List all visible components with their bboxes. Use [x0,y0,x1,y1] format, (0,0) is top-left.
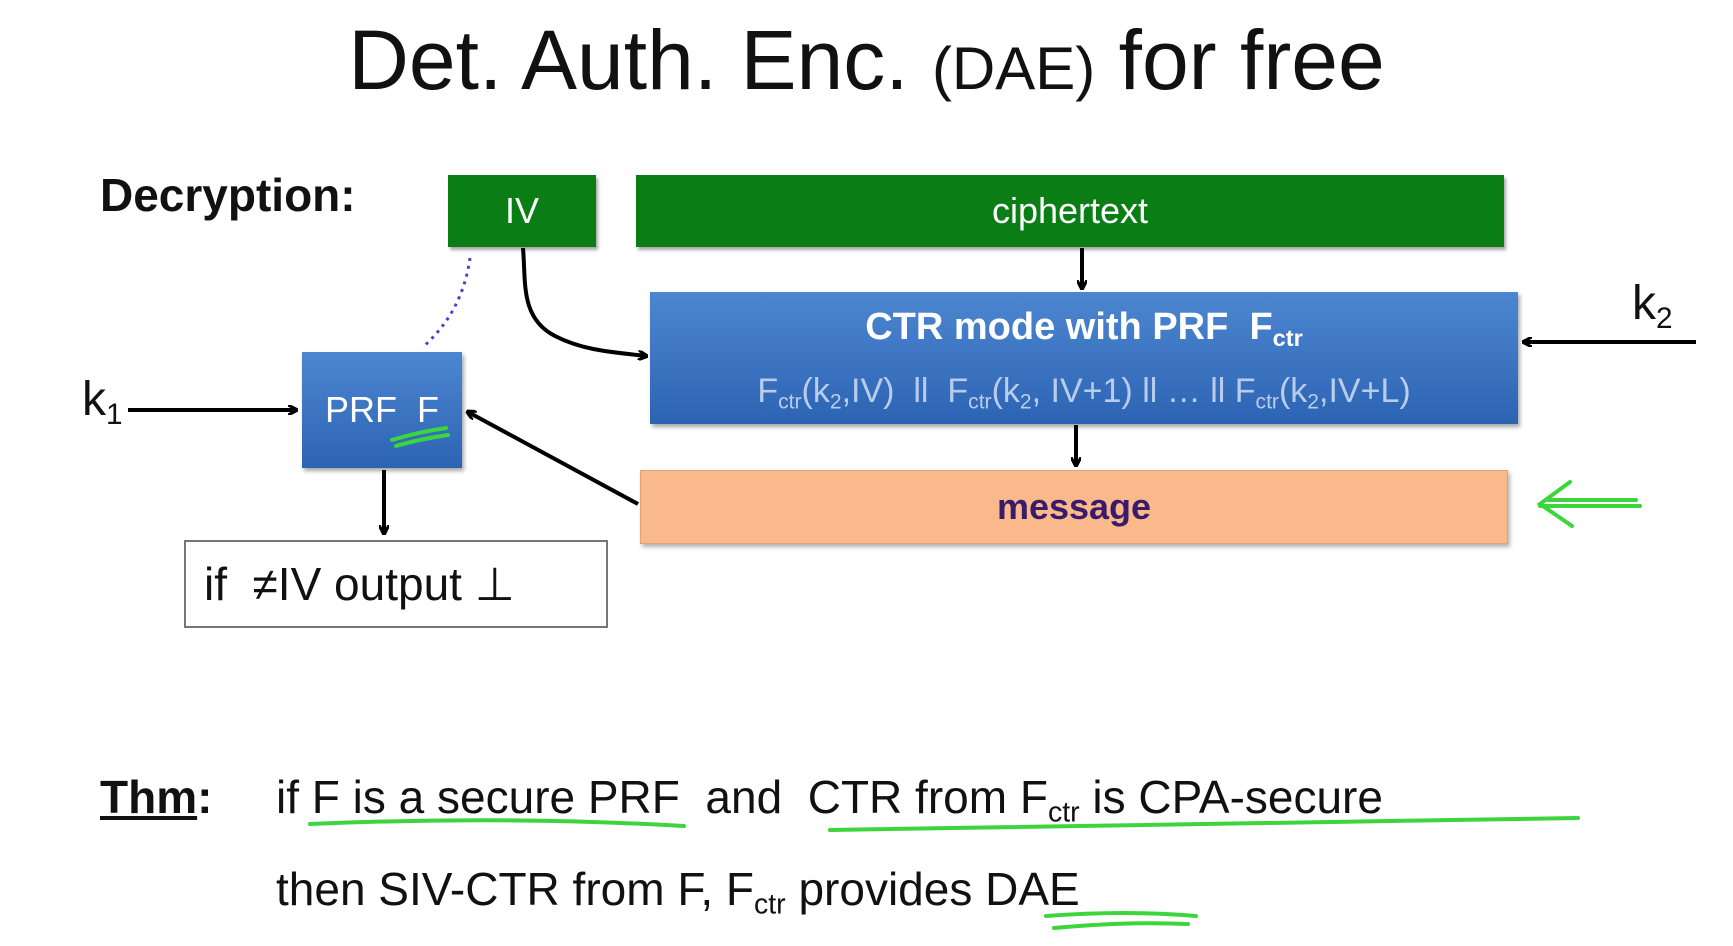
decryption-label: Decryption: [100,169,356,221]
formula-sub: ctr [1255,390,1279,414]
formula-term: (k [1278,372,1308,410]
message-box: message [640,470,1508,544]
message-green-arrow [1536,480,1642,528]
formula-sub: 2 [1019,390,1032,414]
theorem-line-2: then SIV-CTR from F, Fctr provides DAE [276,862,1080,922]
formula-term: (k [991,372,1020,410]
theorem-underline-1 [308,818,686,828]
theorem-sub: ctr [1047,796,1080,829]
theorem-text: then SIV-CTR from F, F [276,863,754,915]
theorem-colon: : [197,771,213,823]
title-main: Det. Auth. Enc. [348,13,909,107]
ctr-formula: Fctr(k2,IV) ll Fctr(k2, IV+1) ll … ll Fc… [650,372,1518,414]
message-to-prf-arrow [468,412,639,506]
formula-sub: ctr [778,390,802,414]
formula-term: F [947,372,969,410]
dotted-annotation [422,257,472,348]
formula-term: F [757,372,779,410]
title-abbr: (DAE) [931,35,1096,102]
k1-base: k [82,373,106,426]
slide-title: Det. Auth. Enc. (DAE) for free [0,18,1733,102]
formula-term: , IV+1) ll … ll [1031,372,1235,410]
theorem-text: is CPA-secure [1079,771,1383,823]
ctr-title: CTR mode with PRF Fctr [650,306,1518,352]
k2-sub: 2 [1656,301,1673,335]
ctr-title-text: CTR mode with PRF [865,306,1229,348]
prf-label: PRF F [325,389,439,430]
k1-sub: 1 [106,397,123,431]
iv-box: IV [448,175,596,247]
prf-box: PRF F [302,352,462,468]
k1-label: k1 [82,372,123,432]
message-label: message [996,486,1152,527]
theorem-label-text: Thm [100,771,198,823]
formula-sub: 2 [1307,390,1320,414]
formula-sub: ctr [968,390,992,414]
ctr-mode-box: CTR mode with PRF Fctr Fctr(k2,IV) ll Fc… [650,292,1518,424]
ctr-f-sub: ctr [1272,325,1303,352]
iv-label: IV [504,190,539,231]
ctr-f-base: F [1249,306,1273,348]
verification-text: if ≠IV output ⊥ [204,558,515,610]
theorem-text: provides DAE [785,863,1080,915]
verification-box: if ≠IV output ⊥ [184,540,608,628]
formula-term: (k [801,372,830,410]
title-rest: for free [1118,13,1385,107]
theorem-text: if F is a secure PRF and CTR from F [276,771,1048,823]
iv-to-ctr-arrow [521,247,646,356]
formula-term: F [1234,372,1256,410]
theorem-sub: ctr [754,888,786,921]
k2-label: k2 [1632,276,1673,336]
theorem-line-1: if F is a secure PRF and CTR from Fctr i… [276,770,1383,830]
theorem-underline-2 [828,816,1580,832]
ciphertext-box: ciphertext [636,175,1504,247]
theorem-underline-3 [1044,911,1198,930]
theorem-label: Thm: [100,770,212,824]
k2-base: k [1632,277,1656,330]
formula-sub: 2 [829,390,842,414]
prf-f-underline [390,426,450,448]
formula-term: ,IV+L) [1319,372,1411,410]
ciphertext-label: ciphertext [991,190,1149,231]
formula-term: ,IV) ll [841,372,948,410]
